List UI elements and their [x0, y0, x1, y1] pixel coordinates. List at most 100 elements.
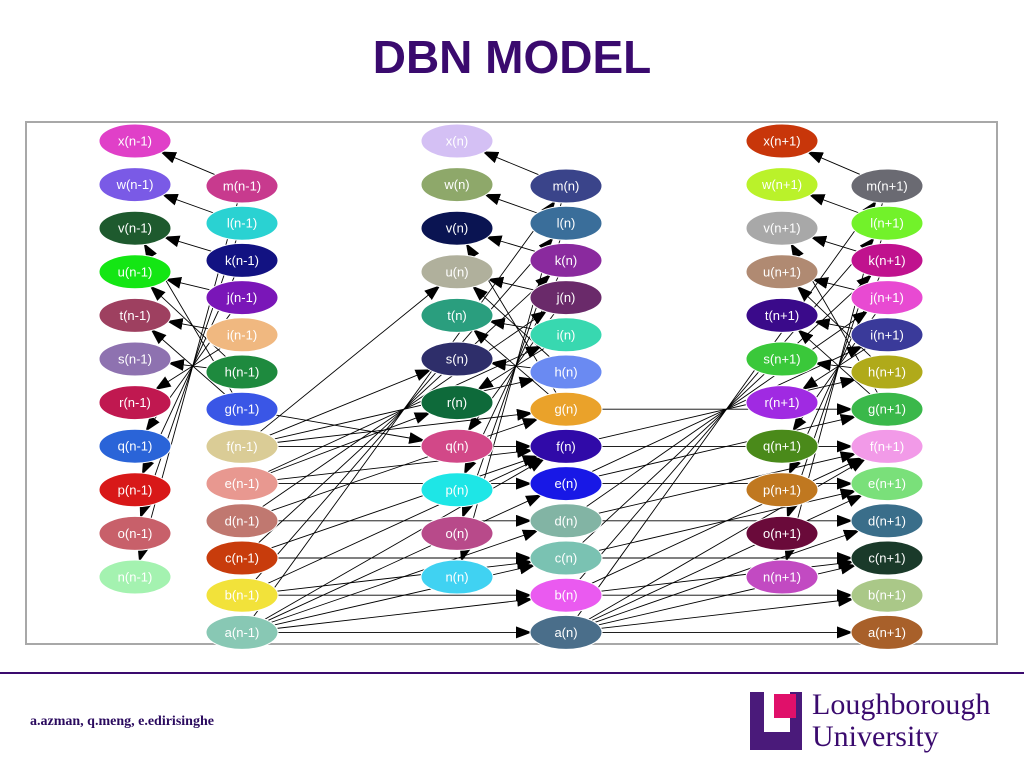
edge-in-to-tn — [488, 317, 533, 330]
footer-rule — [0, 672, 1024, 674]
node-qnplus1: q(n+1) — [745, 428, 819, 464]
node-label: p(n) — [445, 482, 468, 497]
node-label: a(n) — [554, 625, 577, 640]
node-label: q(n) — [445, 439, 468, 454]
node-nnminus1: n(n-1) — [98, 559, 172, 595]
node-ellipse — [850, 168, 924, 204]
edge-inplus1-to-tnplus1 — [813, 318, 854, 331]
node-bnminus1: b(n-1) — [205, 577, 279, 613]
edge-cnminus1-to-fn — [270, 455, 539, 549]
node-inplus1: i(n+1) — [850, 317, 924, 353]
node-label: o(n-1) — [118, 526, 153, 541]
node-anminus1: a(n-1) — [205, 614, 279, 650]
edge-an-to-fnplus1 — [588, 458, 866, 620]
node-label: g(n+1) — [868, 402, 906, 417]
node-ellipse — [205, 242, 279, 278]
node-vnminus1: v(n-1) — [98, 210, 172, 246]
node-ellipse — [529, 354, 603, 390]
node-unminus1: u(n-1) — [98, 254, 172, 290]
node-label: f(n) — [556, 439, 576, 454]
node-ellipse — [529, 503, 603, 539]
node-label: n(n+1) — [763, 570, 801, 585]
node-ellipse — [205, 317, 279, 353]
slide-title: DBN MODEL — [372, 31, 652, 83]
node-ellipse — [850, 391, 924, 427]
node-ellipse — [205, 205, 279, 241]
node-mnminus1: m(n-1) — [205, 168, 279, 204]
node-lnplus1: l(n+1) — [850, 205, 924, 241]
node-jn: j(n) — [529, 280, 603, 316]
node-pnminus1: p(n-1) — [98, 472, 172, 508]
node-ellipse — [850, 540, 924, 576]
edge-gnminus1-to-tnminus1 — [150, 329, 226, 395]
node-label: o(n+1) — [763, 526, 801, 541]
node-bnplus1: b(n+1) — [850, 577, 924, 613]
node-label: b(n-1) — [225, 588, 260, 603]
node-label: t(n) — [447, 308, 467, 323]
node-ellipse — [745, 297, 819, 333]
node-ellipse — [205, 391, 279, 427]
node-hnminus1: h(n-1) — [205, 354, 279, 390]
node-label: q(n-1) — [118, 439, 153, 454]
edge-jn-to-un — [487, 276, 534, 291]
edge-enminus1-to-fn — [276, 446, 534, 481]
node-ellipse — [745, 254, 819, 290]
edge-anminus1-to-fn — [264, 458, 545, 620]
authors-line: a.azman, q.meng, e.edirisinghe — [30, 714, 214, 729]
node-label: e(n) — [554, 476, 577, 491]
node-label: t(n+1) — [765, 308, 799, 323]
node-label: h(n+1) — [868, 365, 906, 380]
node-cnminus1: c(n-1) — [205, 540, 279, 576]
node-ellipse — [420, 254, 494, 290]
node-hnplus1: h(n+1) — [850, 354, 924, 390]
node-label: k(n) — [555, 253, 577, 268]
node-ellipse — [850, 317, 924, 353]
node-kn: k(n) — [529, 242, 603, 278]
node-vn: v(n) — [420, 210, 494, 246]
node-ln: l(n) — [529, 205, 603, 241]
node-ellipse — [850, 428, 924, 464]
node-label: x(n+1) — [763, 134, 800, 149]
node-label: x(n) — [446, 134, 468, 149]
edge-gnplus1-to-tnplus1 — [797, 329, 871, 395]
edge-fnminus1-to-un — [259, 285, 441, 433]
node-ellipse — [98, 559, 172, 595]
node-label: x(n-1) — [118, 134, 152, 149]
node-label: g(n) — [554, 402, 577, 417]
node-qnminus1: q(n-1) — [98, 428, 172, 464]
node-label: v(n-1) — [118, 221, 152, 236]
node-layer: x(n-1)w(n-1)v(n-1)u(n-1)t(n-1)s(n-1)r(n-… — [98, 123, 924, 650]
node-fnplus1: f(n+1) — [850, 428, 924, 464]
edge-gn-to-tn — [472, 328, 549, 395]
node-ellipse — [420, 385, 494, 421]
node-ellipse — [98, 254, 172, 290]
node-in: i(n) — [529, 317, 603, 353]
node-knminus1: k(n-1) — [205, 242, 279, 278]
node-ellipse — [745, 341, 819, 377]
node-label: i(n+1) — [870, 327, 904, 342]
edge-jnplus1-to-unplus1 — [811, 277, 856, 291]
node-anplus1: a(n+1) — [850, 614, 924, 650]
node-label: l(n+1) — [870, 216, 904, 231]
node-label: w(n-1) — [116, 177, 154, 192]
node-unplus1: u(n+1) — [745, 254, 819, 290]
node-ellipse — [98, 167, 172, 203]
node-ellipse — [98, 428, 172, 464]
node-ellipse — [850, 503, 924, 539]
node-ellipse — [420, 123, 494, 159]
edge-knplus1-to-vnplus1 — [810, 235, 857, 252]
node-wn: w(n) — [420, 167, 494, 203]
node-label: i(n-1) — [227, 327, 257, 342]
node-lnminus1: l(n-1) — [205, 205, 279, 241]
node-ellipse — [205, 428, 279, 464]
node-cn: c(n) — [529, 540, 603, 576]
university-logo: Loughborough University — [750, 688, 1020, 760]
edge-inminus1-to-tnminus1 — [166, 318, 209, 330]
node-ellipse — [98, 297, 172, 333]
node-ellipse — [420, 210, 494, 246]
edge-lnplus1-to-wnplus1 — [808, 194, 859, 214]
node-label: m(n) — [553, 179, 580, 194]
edge-knminus1-to-vnminus1 — [163, 235, 212, 252]
node-ellipse — [98, 472, 172, 508]
edge-bnminus1-to-cn — [276, 557, 534, 592]
